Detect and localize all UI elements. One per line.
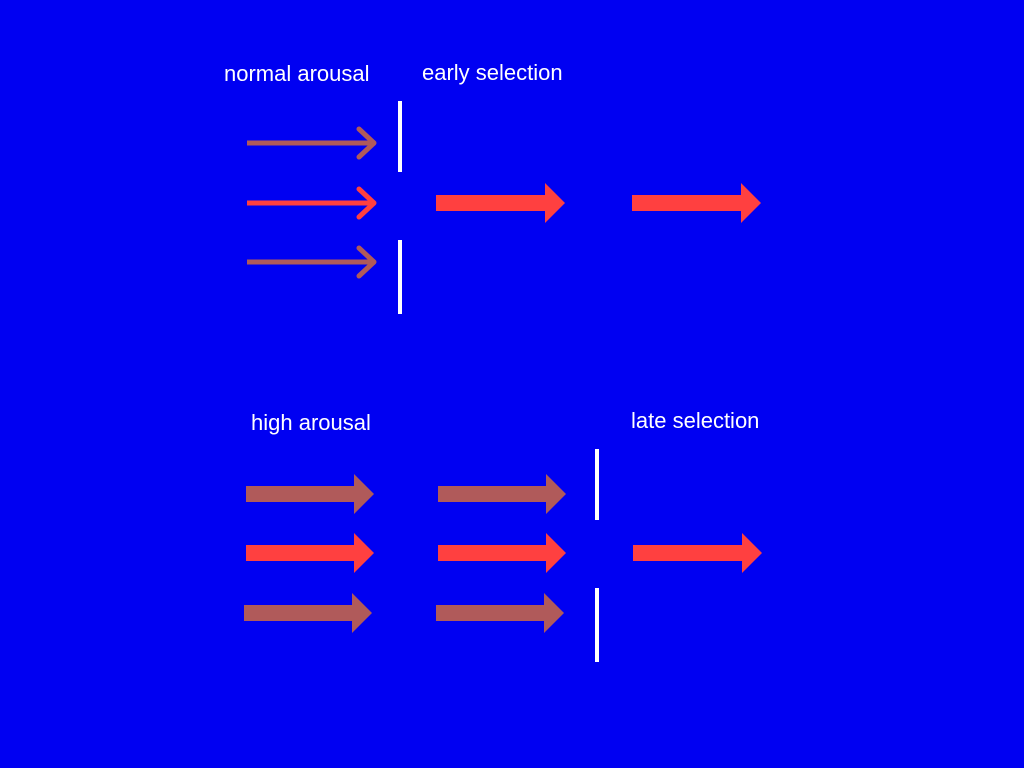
late-filter-bar-bottom [595, 588, 599, 662]
late-selection-label: late selection [631, 408, 760, 433]
normal-input-arrow-1 [247, 126, 377, 160]
late-pass-arrow [633, 533, 762, 573]
high-stage2-arrow-2 [438, 533, 566, 573]
early-pass-arrow-1 [436, 183, 565, 223]
normal-arousal-label: normal arousal [224, 61, 370, 86]
early-selection-label: early selection [422, 60, 563, 85]
normal-input-arrow-3 [247, 245, 377, 279]
high-input-arrow-3 [244, 593, 372, 633]
early-filter-bar-bottom [398, 240, 402, 314]
normal-input-arrow-2 [247, 186, 377, 220]
high-input-arrow-1 [246, 474, 374, 514]
late-filter-bar-top [595, 449, 599, 520]
early-pass-arrow-2 [632, 183, 761, 223]
high-arousal-label: high arousal [251, 410, 371, 435]
high-stage2-arrow-3 [436, 593, 564, 633]
high-stage2-arrow-1 [438, 474, 566, 514]
early-filter-bar-top [398, 101, 402, 172]
high-input-arrow-2 [246, 533, 374, 573]
